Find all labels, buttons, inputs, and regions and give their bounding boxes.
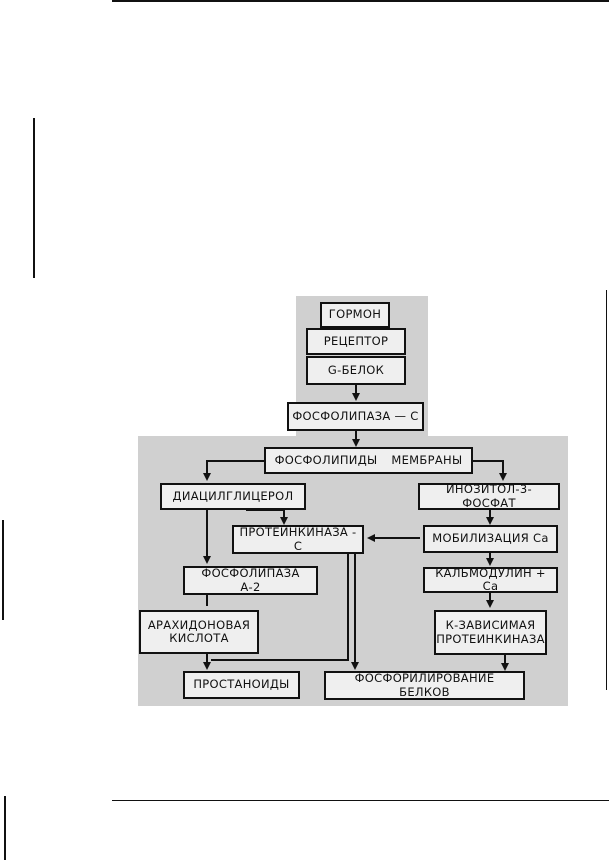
receptor-box: РЕЦЕПТОР bbox=[306, 328, 406, 355]
arachidonic-acid-box: АРАХИДОНОВАЯ КИСЛОТА bbox=[139, 610, 259, 654]
protein-phosphorylation-box: ФОСФОРИЛИРОВАНИЕ БЕЛКОВ bbox=[324, 671, 525, 700]
right-margin-line bbox=[606, 290, 607, 690]
inositol-phosphate-box: ИНОЗИТОЛ-3-ФОСФАТ bbox=[418, 483, 560, 510]
left-margin-line-top bbox=[33, 118, 35, 278]
arachidonic-acid-line-2: КИСЛОТА bbox=[169, 631, 229, 645]
k-dependent-kinase-box: К-ЗАВИСИМАЯ ПРОТЕИНКИНАЗА bbox=[434, 610, 547, 655]
protein-kinase-c-box: ПРОТЕИНКИНАЗА - С bbox=[232, 525, 364, 554]
calmodulin-ca-box: КАЛЬМОДУЛИН + Са bbox=[423, 566, 558, 593]
prostanoids-box: ПРОСТАНОИДЫ bbox=[183, 671, 300, 699]
k-dependent-kinase-line-1: К-ЗАВИСИМАЯ bbox=[445, 618, 536, 633]
membrane-phospholipids-box: ФОСФОЛИПИДЫ МЕМБРАНЫ bbox=[264, 447, 473, 474]
g-protein-box: G-БЕЛОК bbox=[306, 356, 406, 385]
diacylglycerol-box: ДИАЦИЛГЛИЦЕРОЛ bbox=[160, 483, 306, 510]
top-rule bbox=[112, 0, 609, 2]
left-margin-line-mid bbox=[2, 520, 4, 620]
ca-mobilization-box: МОБИЛИЗАЦИЯ Са bbox=[423, 525, 558, 553]
phospholipase-c-box: ФОСФОЛИПАЗА — С bbox=[287, 402, 424, 431]
arachidonic-acid-line-1: АРАХИДОНОВАЯ bbox=[147, 617, 251, 632]
left-margin-line-bottom bbox=[4, 796, 6, 860]
k-dependent-kinase-line-2: ПРОТЕИНКИНАЗА bbox=[436, 631, 545, 646]
phospholipase-a2-box: ФОСФОЛИПАЗА А-2 bbox=[183, 566, 318, 595]
hormone-box: ГОРМОН bbox=[320, 302, 390, 328]
bottom-rule bbox=[112, 800, 609, 801]
